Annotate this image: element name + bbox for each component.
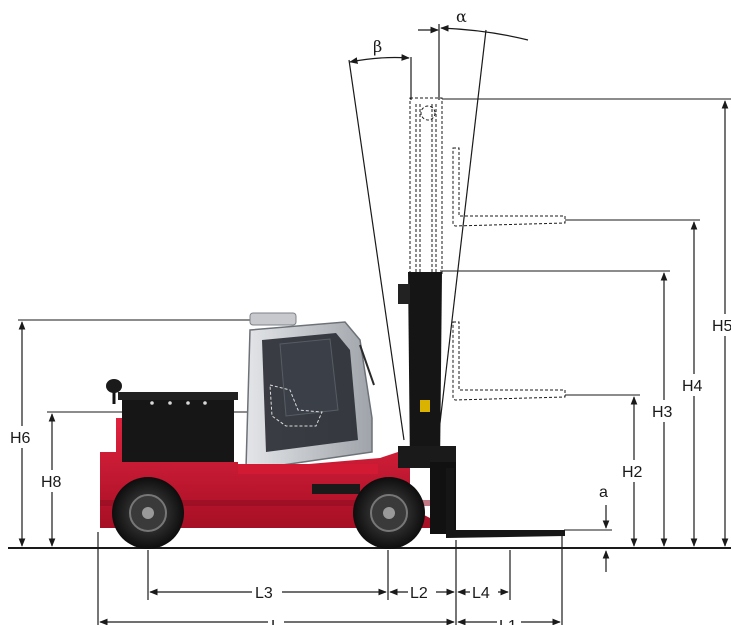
beta-label: β bbox=[373, 37, 382, 56]
length-dimensions bbox=[97, 532, 563, 625]
h4-label: H4 bbox=[682, 378, 703, 395]
l4-label: L4 bbox=[472, 585, 490, 602]
h6-label: H6 bbox=[10, 430, 31, 447]
tilt-lines bbox=[348, 24, 529, 441]
rear-mirror bbox=[106, 379, 122, 393]
height-reference-lines bbox=[18, 98, 731, 531]
l1-label: L1 bbox=[499, 618, 517, 625]
l-label: L bbox=[271, 618, 280, 625]
h8-label: H8 bbox=[41, 474, 62, 491]
h2-label: H2 bbox=[622, 464, 643, 481]
length-label-backgrounds bbox=[252, 583, 521, 625]
roof-beacon bbox=[249, 312, 297, 326]
forks bbox=[446, 468, 565, 538]
h5-label: H5 bbox=[712, 318, 731, 335]
step bbox=[312, 484, 360, 494]
l2-label: L2 bbox=[410, 585, 428, 602]
label-backgrounds bbox=[8, 314, 731, 492]
raised-mast-outline bbox=[409, 97, 566, 401]
a-label: a bbox=[599, 484, 608, 501]
alpha-label: α bbox=[456, 7, 467, 26]
l3-label: L3 bbox=[255, 585, 273, 602]
battery-hood bbox=[122, 396, 234, 462]
operator-seat-outline bbox=[269, 384, 323, 427]
h3-label: H3 bbox=[652, 404, 673, 421]
forklift bbox=[100, 272, 565, 549]
mast bbox=[408, 272, 442, 468]
